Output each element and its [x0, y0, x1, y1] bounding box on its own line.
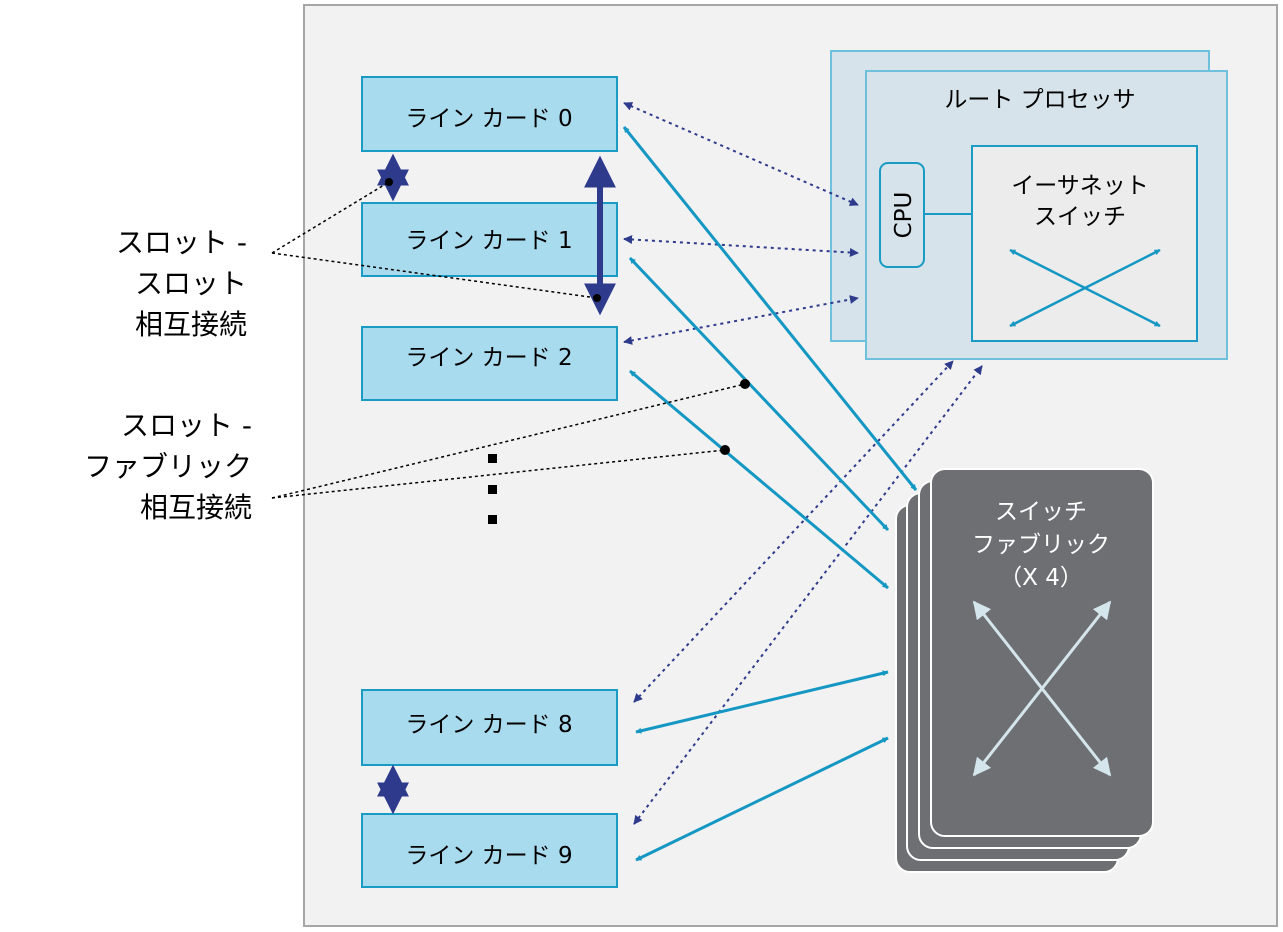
slot-fabric-callout-lines	[271, 379, 750, 499]
line-card-8: ライン カード 8	[361, 689, 618, 766]
ellipsis-dot-2	[488, 485, 497, 494]
fabric-label-line1: スイッチ	[995, 499, 1087, 525]
ethernet-switch-label-line1: イーサネット	[1011, 173, 1149, 199]
ellipsis-dot-3	[488, 515, 497, 524]
line-card-8-box	[361, 689, 618, 766]
switch-fabric: スイッチ ファブリック （X 4）	[895, 468, 1154, 873]
slot-slot-leader-b	[271, 252, 598, 299]
line-card-8-label: ライン カード 8	[405, 712, 572, 738]
slot-fabric-label-line1: スロット -	[121, 409, 252, 442]
ethernet-switch-label-line2: スイッチ	[1034, 204, 1126, 230]
ellipsis-dot-1	[488, 454, 497, 463]
slot-slot-leader-dot-b	[593, 294, 601, 302]
line-card-0: ライン カード 0	[361, 76, 618, 152]
line-card-2: ライン カード 2	[361, 326, 618, 401]
fabric-arrow-b	[972, 600, 1112, 777]
line-card-0-label: ライン カード 0	[405, 106, 572, 132]
rp-link-lc9	[633, 365, 983, 825]
line-card-9-label: ライン カード 9	[405, 843, 572, 869]
line-card-1-label: ライン カード 1	[405, 228, 572, 254]
slot-slot-label: スロット - スロット 相互接続	[116, 226, 247, 341]
route-processor-title: ルート プロセッサ	[944, 87, 1135, 113]
slot-slot-callout-lines	[271, 178, 601, 302]
slot-fabric-leader-dot-b	[720, 445, 730, 455]
fabric-label-line2: ファブリック	[972, 532, 1110, 558]
line-card-9: ライン カード 9	[361, 813, 618, 888]
line-card-0-box	[361, 76, 618, 152]
slot-slot-leader-dot-a	[385, 178, 393, 186]
route-processor: ルート プロセッサ CPU イーサネット スイッチ	[830, 50, 1228, 360]
slot-slot-leader-a	[271, 181, 390, 254]
fabric-link-lc9	[635, 736, 889, 862]
line-card-1: ライン カード 1	[361, 202, 618, 277]
line-card-1-box	[361, 202, 618, 277]
fabric-label-line3: （X 4）	[999, 565, 1083, 591]
cpu-label: CPU	[891, 192, 917, 239]
line-card-9-box	[361, 813, 618, 888]
fabric-link-lc2	[629, 369, 889, 590]
ethernet-switch-arrow-b	[1009, 248, 1161, 328]
slot-fabric-leader-b	[271, 449, 726, 499]
line-card-2-label: ライン カード 2	[405, 345, 572, 371]
slot-slot-label-line3: 相互接続	[135, 308, 247, 341]
slot-fabric-label-line3: 相互接続	[140, 491, 252, 524]
fabric-link-lc8	[635, 670, 889, 734]
slot-fabric-leader-dot-a	[740, 379, 750, 389]
slot-fabric-label-line2: ファブリック	[84, 450, 252, 483]
slot-slot-label-line1: スロット -	[116, 226, 247, 259]
slot-slot-label-line2: スロット	[135, 267, 247, 300]
slot-fabric-label: スロット - ファブリック 相互接続	[84, 409, 252, 524]
line-card-2-box	[361, 326, 618, 401]
